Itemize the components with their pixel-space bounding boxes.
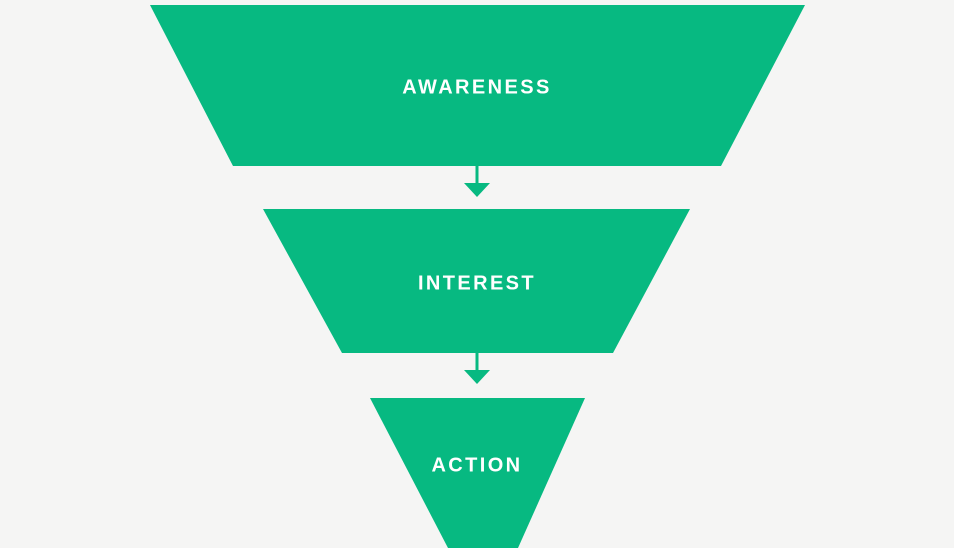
funnel-stage-label-awareness: AWARENESS [402,76,552,99]
arrow-down-icon-head-1 [464,183,490,197]
arrow-down-icon-shaft-2 [475,353,479,370]
funnel-stage-awareness-shape[interactable] [150,5,805,166]
arrow-down-icon-head-2 [464,370,490,384]
funnel-stage-interest-shape[interactable] [263,209,690,353]
funnel-stage-label-interest: INTEREST [417,272,537,295]
funnel-stage-action-shape[interactable] [370,398,585,548]
arrow-down-icon-shaft-1 [475,166,479,183]
funnel-stage-label-action: ACTION [431,454,523,477]
